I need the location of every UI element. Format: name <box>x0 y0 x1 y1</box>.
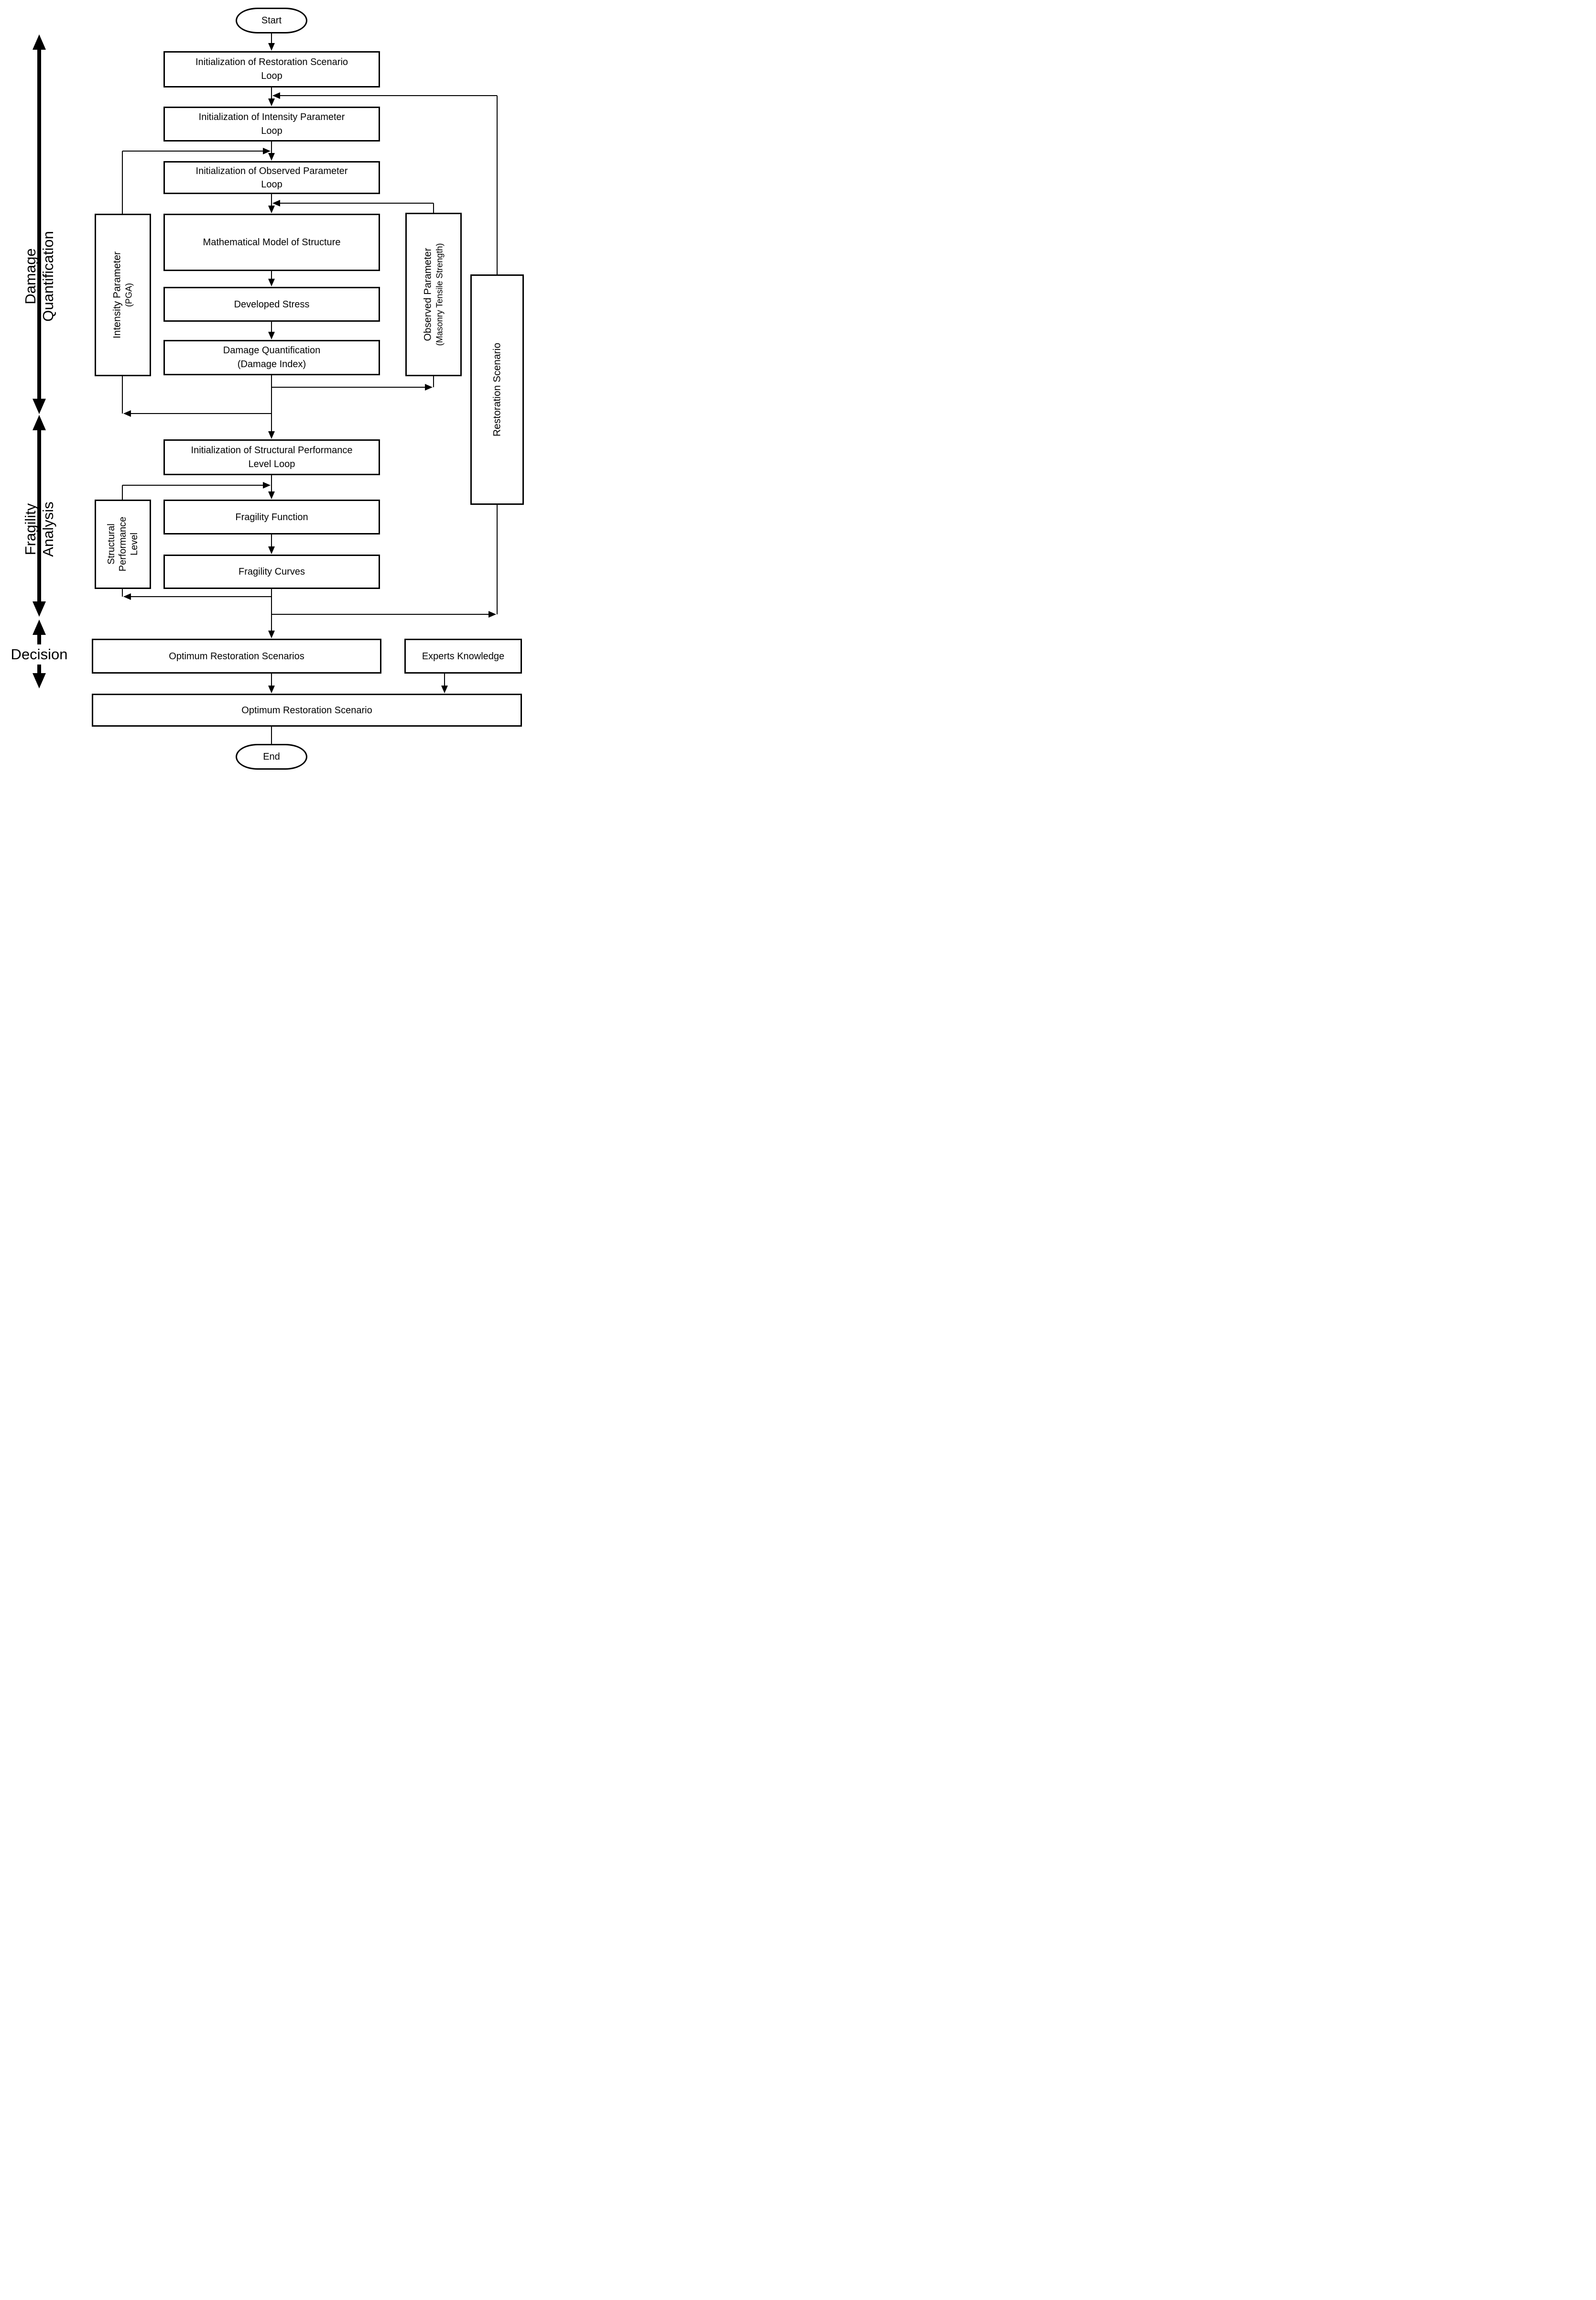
connector-branch-to-restoration-loop <box>271 611 496 618</box>
connector-branch-to-spl-loop <box>123 593 271 600</box>
box-line: Loop <box>261 125 282 136</box>
connector-start-to-init-restoration <box>268 33 275 51</box>
connectors-layer <box>33 33 498 744</box>
end-node: End <box>236 744 307 770</box>
box-line: Fragility Curves <box>239 567 305 577</box>
box-line: Optimum Restoration Scenario <box>241 705 372 716</box>
phase-line: Damage <box>22 248 39 305</box>
box-line: Level Loop <box>248 458 295 469</box>
side-label-line: Observed Parameter <box>422 248 434 341</box>
fragility-analysis-phase-label: Fragility Analysis <box>22 501 57 556</box>
optimum-restoration-scenarios-box: Optimum Restoration Scenarios <box>92 639 381 674</box>
decision-phase-arrow-bottom <box>33 665 46 688</box>
restoration-scenario-box <box>470 274 524 505</box>
box-line: (Damage Index) <box>237 359 306 370</box>
damage-quantification-phase-label: Damage Quantification <box>22 231 57 322</box>
side-label-line: Performance <box>118 516 128 572</box>
phase-line: Quantification <box>40 231 56 322</box>
side-label-line: (Masonry Tensile Strength) <box>434 243 445 346</box>
side-label-line: Restoration Scenario <box>491 342 503 437</box>
phase-line: Fragility <box>22 503 39 556</box>
observed-parameter-label: Observed Parameter (Masonry Tensile Stre… <box>422 243 446 346</box>
side-label-line: Level <box>129 533 140 556</box>
flowchart-canvas: Start Initialization of Restoration Scen… <box>0 0 532 770</box>
init-observed-loop-box: Initialization of Observed Parameter Loo… <box>163 161 380 194</box>
start-node: Start <box>236 8 307 33</box>
box-line: Loop <box>261 179 282 190</box>
structural-performance-level-label: Structural Performance Level <box>106 517 140 572</box>
box-line: Initialization of Structural Performance <box>191 445 353 456</box>
init-spl-loop-box: Initialization of Structural Performance… <box>163 439 380 475</box>
box-line: Developed Stress <box>234 299 310 310</box>
box-line: Damage Quantification <box>223 345 321 356</box>
decision-phase-label: Decision <box>11 646 68 663</box>
box-line: Optimum Restoration Scenarios <box>169 651 304 662</box>
box-line: Fragility Function <box>235 512 308 523</box>
box-line: Mathematical Model of Structure <box>203 237 341 248</box>
fragility-phase-arrow <box>33 415 46 617</box>
box-line: Initialization of Observed Parameter <box>195 165 348 176</box>
connector-init-restoration-to-init-intensity <box>268 87 275 106</box>
connector-optimum-scenarios-to-final <box>268 674 275 693</box>
connector-init-spl-to-fragility-function <box>268 475 275 499</box>
experts-knowledge-box: Experts Knowledge <box>404 639 522 674</box>
decision-phase-arrow-top <box>33 620 46 644</box>
box-line: Loop <box>261 71 282 81</box>
connector-branch-to-observed-loop <box>271 384 433 391</box>
connector-damage-quant-to-init-spl <box>268 375 275 439</box>
phase-line: Analysis <box>40 501 56 557</box>
connector-math-model-to-developed-stress <box>268 271 275 286</box>
optimum-restoration-scenario-box: Optimum Restoration Scenario <box>92 694 522 727</box>
connector-init-intensity-to-init-observed <box>268 142 275 161</box>
connector-fragility-function-to-curves <box>268 534 275 554</box>
fragility-curves-box: Fragility Curves <box>163 555 380 589</box>
box-line: Experts Knowledge <box>422 651 505 662</box>
box-line: Initialization of Restoration Scenario <box>195 57 348 67</box>
damage-phase-arrow <box>33 34 46 414</box>
connector-branch-to-intensity-loop <box>123 410 271 417</box>
observed-parameter-box <box>405 213 462 376</box>
mathematical-model-box: Mathematical Model of Structure <box>163 214 380 271</box>
init-restoration-loop-box: Initialization of Restoration Scenario L… <box>163 51 380 87</box>
damage-quantification-box: Damage Quantification (Damage Index) <box>163 340 380 375</box>
developed-stress-box: Developed Stress <box>163 287 380 322</box>
structural-performance-level-box <box>95 500 151 589</box>
intensity-parameter-label: Intensity Parameter (PGA) <box>111 251 135 338</box>
restoration-scenario-label: Restoration Scenario <box>490 343 503 436</box>
intensity-parameter-box <box>95 214 151 376</box>
connector-developed-stress-to-damage-quant <box>268 322 275 339</box>
connector-init-observed-to-math-model <box>268 194 275 213</box>
connector-experts-knowledge-to-final <box>441 674 448 693</box>
box-line: Initialization of Intensity Parameter <box>198 111 345 122</box>
init-intensity-loop-box: Initialization of Intensity Parameter Lo… <box>163 107 380 142</box>
side-label-line: Structural <box>106 523 117 565</box>
end-label: End <box>263 751 280 762</box>
start-label: Start <box>261 15 282 26</box>
fragility-function-box: Fragility Function <box>163 500 380 534</box>
side-label-line: (PGA) <box>124 283 134 307</box>
side-label-line: Intensity Parameter <box>111 251 123 339</box>
